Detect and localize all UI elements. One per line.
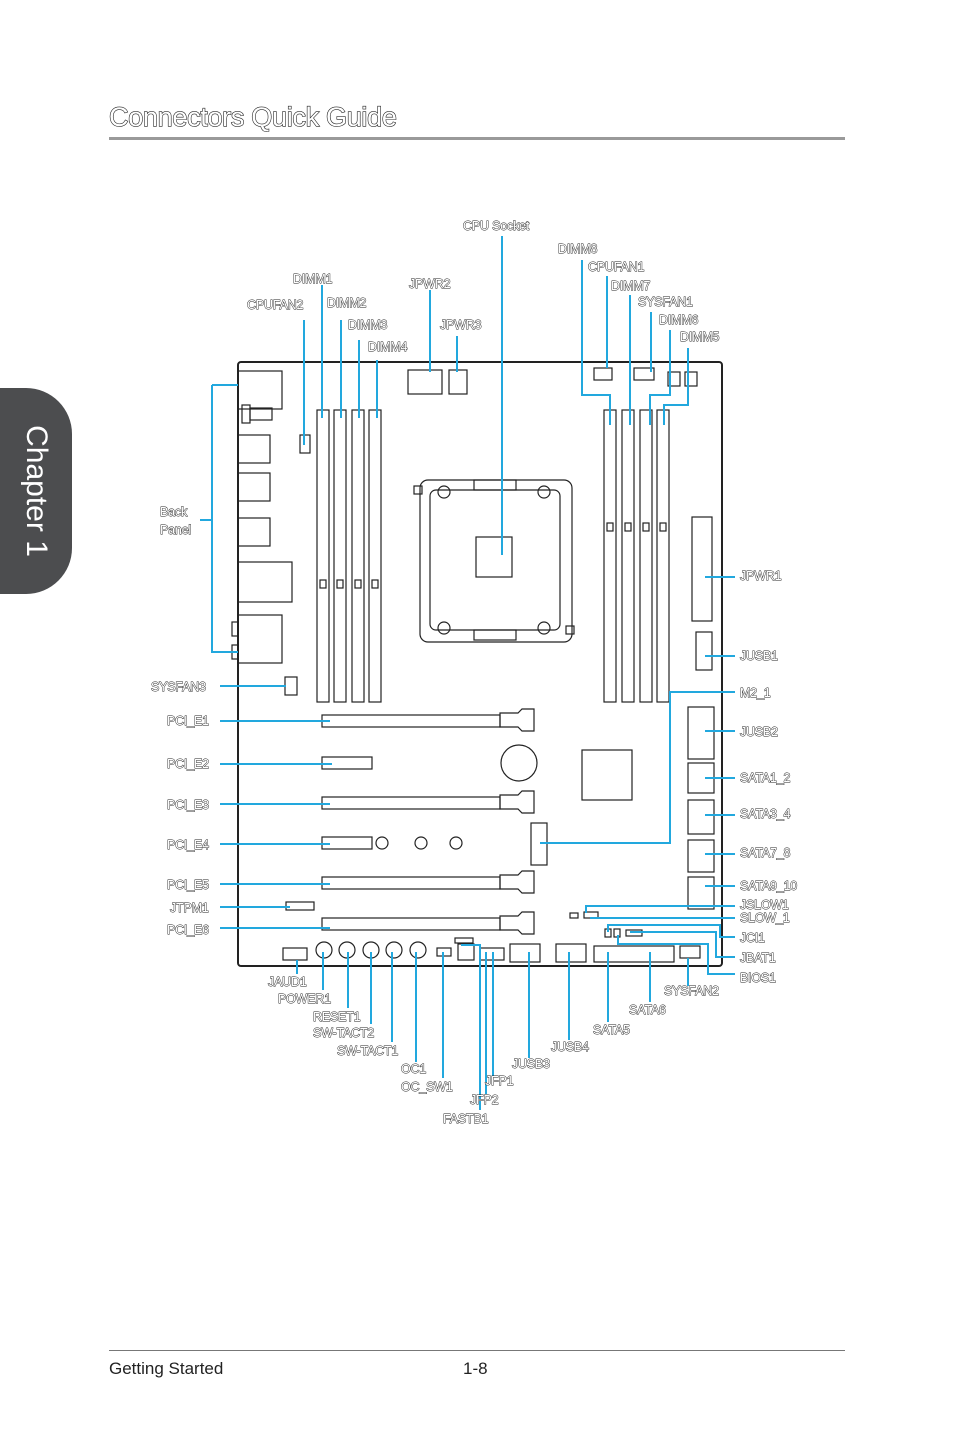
label-slow-1: SLOW_1 xyxy=(740,911,790,925)
label-sw-tact1: SW-TACT1 xyxy=(337,1044,398,1058)
title-rule xyxy=(109,137,845,140)
label-cpu-socket: CPU Socket xyxy=(463,219,530,233)
label-jpwr2: JPWR2 xyxy=(409,277,451,291)
label-jpwr3: JPWR3 xyxy=(440,318,482,332)
label-sata9-10: SATA9_10 xyxy=(740,879,797,893)
label-jfp2: JFP2 xyxy=(470,1093,499,1107)
label-pci-e6: PCI_E6 xyxy=(167,923,209,937)
label-jci1: JCI1 xyxy=(740,931,765,945)
label-back-panel-1: Back xyxy=(160,505,188,519)
oc-button xyxy=(409,941,427,959)
label-pci-e2: PCI_E2 xyxy=(167,757,209,771)
label-back-panel-2: Panel xyxy=(160,523,191,537)
jtpm1-header xyxy=(285,901,315,911)
label-pci-e3: PCI_E3 xyxy=(167,798,209,812)
jpwr2-connector xyxy=(407,369,443,395)
label-m2-1: M2_1 xyxy=(740,686,771,700)
jslow1-jumper xyxy=(569,912,579,919)
label-sata1-2: SATA1_2 xyxy=(740,771,790,785)
jaud1-header xyxy=(282,947,308,961)
callout-lines xyxy=(200,236,735,1110)
dimms-left xyxy=(316,409,382,703)
jusb3-connector xyxy=(509,943,541,963)
board-outline xyxy=(237,361,723,967)
label-dimm7: DIMM7 xyxy=(611,279,651,293)
label-jpwr1: JPWR1 xyxy=(740,569,782,583)
page-title: Connectors Quick Guide xyxy=(108,101,397,132)
jusb1-connector xyxy=(695,631,713,671)
label-oc1: OC1 xyxy=(401,1062,426,1076)
jusb2-connector xyxy=(687,706,715,760)
labels: CPU Socket DIMM8 CPUFAN1 DIMM7 SYSFAN1 D… xyxy=(151,219,798,1127)
label-cpufan1: CPUFAN1 xyxy=(588,260,645,274)
label-pci-e1: PCI_E1 xyxy=(167,714,209,728)
jpwr1-connector xyxy=(691,516,713,622)
label-jbat1: JBAT1 xyxy=(740,951,776,965)
label-dimm3: DIMM3 xyxy=(348,318,388,332)
label-jusb1: JUSB1 xyxy=(740,649,778,663)
label-sata7-8: SATA7_8 xyxy=(740,846,790,860)
label-reset1: RESET1 xyxy=(313,1010,361,1024)
jusb4-connector xyxy=(555,943,587,963)
dimm-small-2 xyxy=(684,371,698,387)
dimm-small-1 xyxy=(667,371,681,387)
label-sw-tact2: SW-TACT2 xyxy=(313,1026,374,1040)
board xyxy=(231,361,723,967)
label-jusb3: JUSB3 xyxy=(512,1057,550,1071)
label-pci-e5: PCI_E5 xyxy=(167,878,209,892)
label-jfp1: JFP1 xyxy=(485,1074,514,1088)
fastb1-button xyxy=(457,943,475,961)
label-dimm1: DIMM1 xyxy=(293,272,333,286)
label-jusb4: JUSB4 xyxy=(551,1040,589,1054)
jpwr3-connector xyxy=(448,369,468,395)
sysfan1-header xyxy=(633,367,655,381)
sata9-10-connector xyxy=(687,876,715,910)
label-dimm4: DIMM4 xyxy=(368,340,408,354)
label-sata6: SATA6 xyxy=(629,1003,666,1017)
label-dimm6: DIMM6 xyxy=(659,313,699,327)
sata7-8-connector xyxy=(687,839,715,873)
sata3-4-connector xyxy=(687,799,715,835)
label-dimm5: DIMM5 xyxy=(680,330,720,344)
sysfan3-header xyxy=(284,676,298,696)
cpufan1-header xyxy=(593,367,613,381)
cpu-socket xyxy=(413,479,575,643)
label-jaud1: JAUD1 xyxy=(268,975,307,989)
label-dimm2: DIMM2 xyxy=(327,296,367,310)
label-dimm8: DIMM8 xyxy=(558,242,598,256)
pcie-slots xyxy=(321,708,535,935)
label-power1: POWER1 xyxy=(278,992,331,1006)
dimms-right xyxy=(603,409,670,703)
label-fastb1: FASTB1 xyxy=(443,1112,489,1126)
chipset xyxy=(581,749,633,801)
back-panel-ports xyxy=(231,370,293,664)
label-sata5: SATA5 xyxy=(593,1023,630,1037)
footer-page-number: 1-8 xyxy=(463,1359,488,1378)
label-jusb2: JUSB2 xyxy=(740,725,778,739)
label-jslow1: JSLOW1 xyxy=(740,898,789,912)
label-oc-sw1: OC_SW1 xyxy=(401,1080,453,1094)
footer-rule xyxy=(109,1350,845,1351)
label-sysfan2: SYSFAN2 xyxy=(664,984,719,998)
label-jtpm1: JTPM1 xyxy=(170,901,209,915)
label-pci-e4: PCI_E4 xyxy=(167,838,209,852)
label-sata3-4: SATA3_4 xyxy=(740,807,790,821)
label-sysfan1: SYSFAN1 xyxy=(638,295,693,309)
label-cpufan2: CPUFAN2 xyxy=(247,298,304,312)
sysfan2-header xyxy=(679,945,701,959)
chapter-tab: Chapter 1 xyxy=(0,388,72,594)
sata5-6-connectors xyxy=(593,945,675,963)
fastb1-header xyxy=(454,937,474,944)
footer-section: Getting Started xyxy=(109,1359,224,1378)
label-sysfan3: SYSFAN3 xyxy=(151,680,206,694)
sw-tact1-button xyxy=(385,941,403,959)
battery xyxy=(500,744,538,782)
label-bios1: BIOS1 xyxy=(740,971,776,985)
